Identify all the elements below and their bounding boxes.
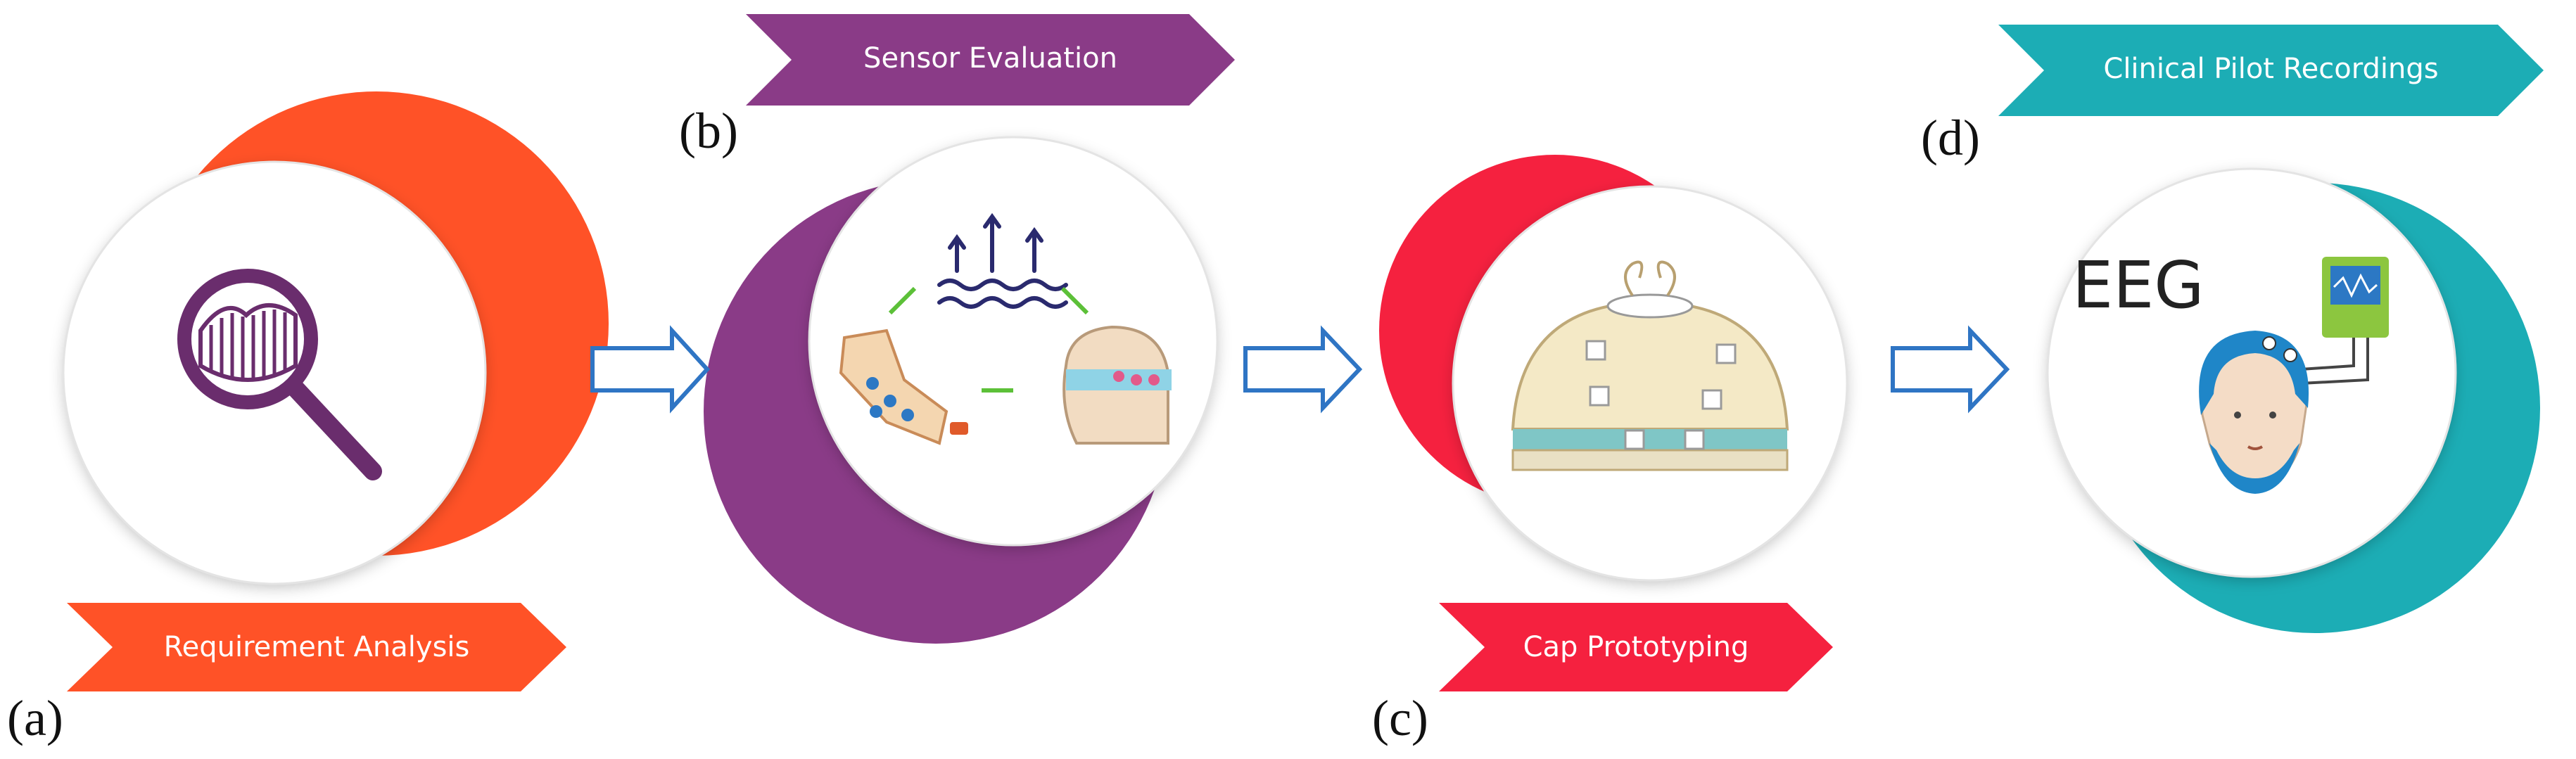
arrow-c-to-d bbox=[1891, 325, 2010, 414]
step-title-requirement-analysis: Requirement Analysis bbox=[163, 631, 470, 663]
magnifier-icon bbox=[177, 269, 382, 480]
eeg-label: EEG bbox=[2072, 248, 2204, 323]
panel-label-d: (d) bbox=[1921, 110, 1980, 166]
banner-cap-prototyping bbox=[1439, 603, 1833, 691]
step-cap-prototyping bbox=[1379, 155, 1848, 691]
arrow-a-to-b bbox=[590, 325, 711, 414]
step-title-clinical-pilot-recordings: Clinical Pilot Recordings bbox=[2103, 53, 2439, 85]
panel-label-a: (a) bbox=[7, 690, 63, 746]
banner-sensor-evaluation bbox=[746, 14, 1235, 106]
panel-label-b: (b) bbox=[679, 103, 738, 159]
sensor-evaluation-icon bbox=[839, 212, 1172, 445]
arrow-b-to-c bbox=[1243, 325, 1363, 414]
panel-label-c: (c) bbox=[1372, 690, 1428, 746]
banner-requirement-analysis bbox=[67, 603, 566, 691]
eeg-recording-icon bbox=[2199, 257, 2389, 494]
step-sensor-evaluation bbox=[704, 14, 1235, 644]
eeg-cap-icon bbox=[1511, 260, 1789, 471]
step-title-sensor-evaluation: Sensor Evaluation bbox=[863, 42, 1117, 75]
banner-clinical-pilot-recordings bbox=[1998, 25, 2544, 116]
step-clinical-pilot-recordings bbox=[1998, 25, 2544, 633]
step-title-cap-prototyping: Cap Prototyping bbox=[1523, 631, 1749, 663]
step-requirement-analysis bbox=[62, 91, 609, 691]
